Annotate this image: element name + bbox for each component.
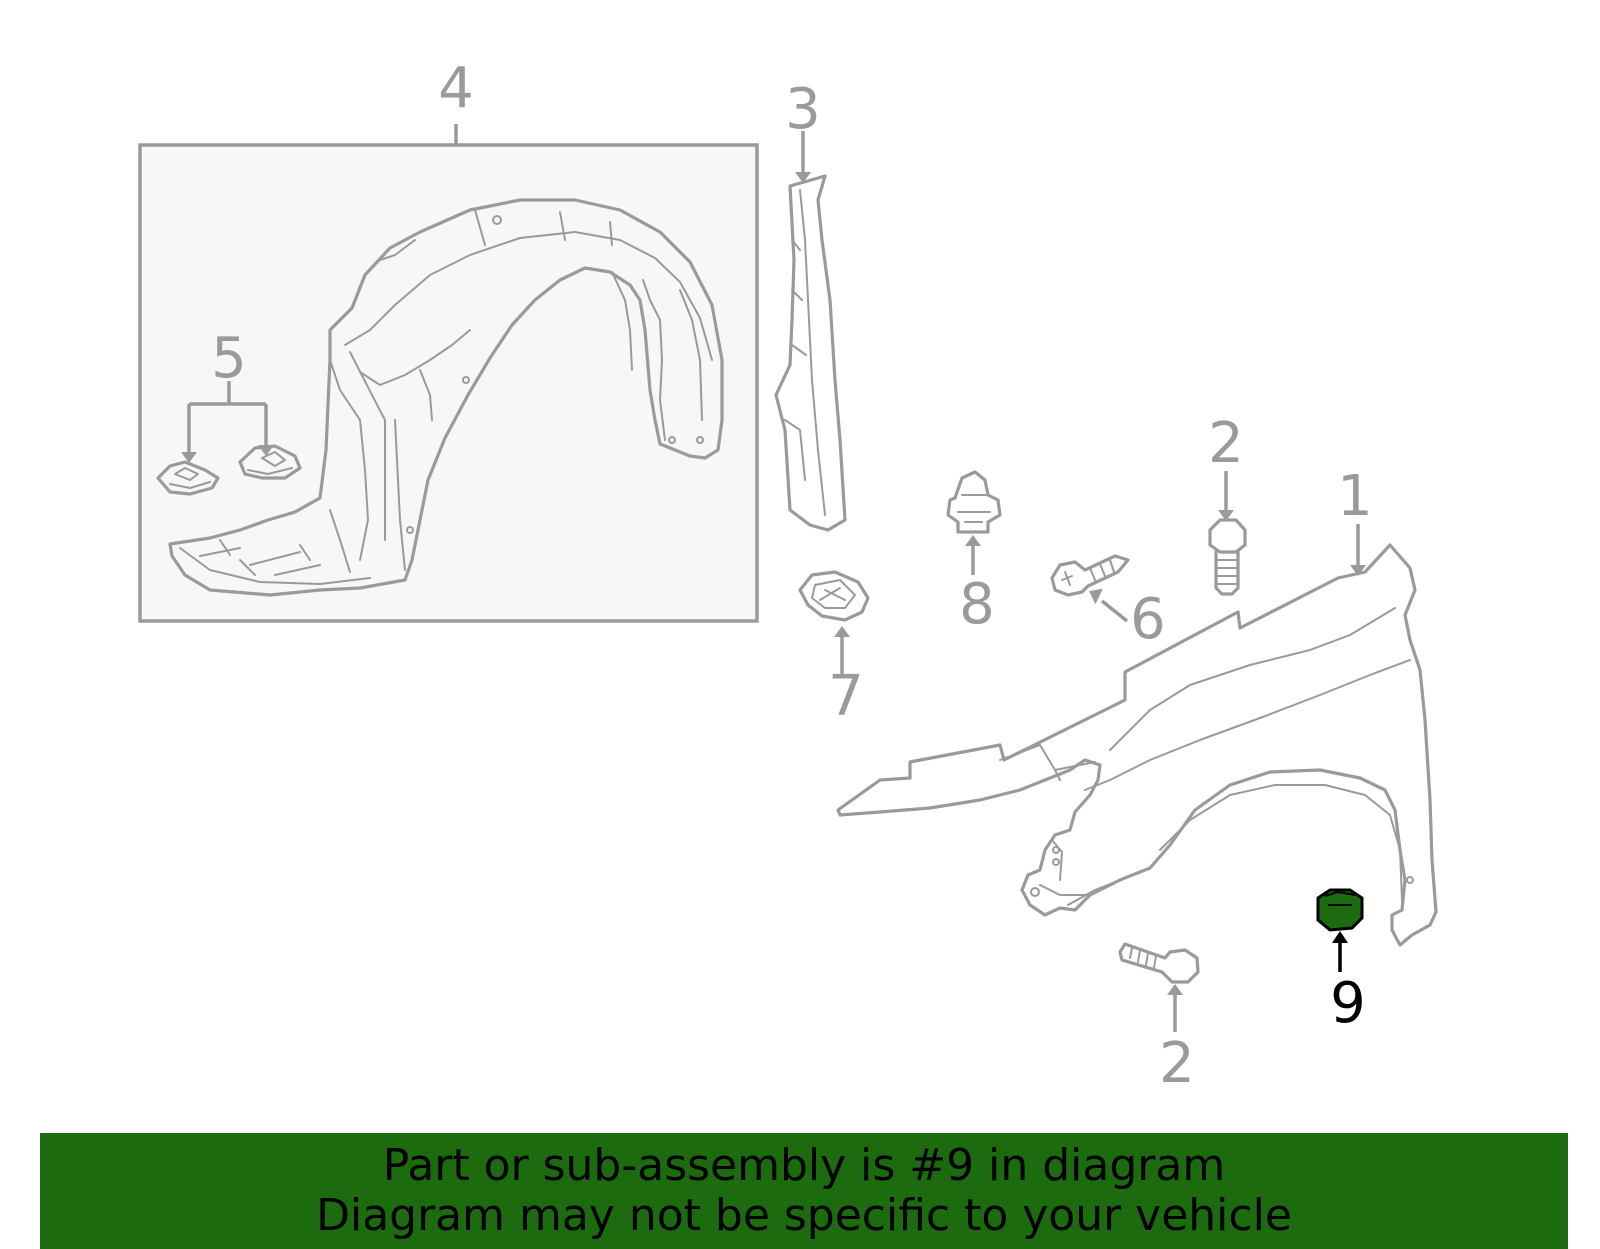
splash-shield-part: [774, 131, 847, 532]
callout-3: 3: [785, 77, 821, 142]
front-fender-part: [836, 524, 1438, 947]
callout-1: 1: [1337, 464, 1373, 529]
callout-5: 5: [211, 326, 247, 391]
banner-line-2: Diagram may not be specific to your vehi…: [316, 1190, 1292, 1241]
inner-fender-liner-part: [168, 198, 724, 597]
callout-7: 7: [828, 664, 864, 729]
inner-fender-box: [138, 143, 759, 623]
callout-2-lower: 2: [1159, 1031, 1195, 1096]
lower-bolt-part: [1118, 942, 1200, 1032]
highlighted-clip-part: [1316, 888, 1364, 972]
info-banner: Part or sub-assembly is #9 in diagram Di…: [40, 1133, 1568, 1249]
retainer-clip-part: [946, 470, 1002, 575]
callout-9: 9: [1330, 971, 1366, 1036]
push-clip-part: [798, 570, 870, 675]
callout-4: 4: [438, 56, 474, 121]
callout-8: 8: [959, 572, 995, 637]
tapping-screw-part: [1050, 554, 1130, 623]
banner-line-1: Part or sub-assembly is #9 in diagram: [382, 1140, 1226, 1191]
upper-bolt-part: [1208, 471, 1247, 596]
clip-nut-part: [156, 381, 302, 496]
callout-2-upper: 2: [1208, 411, 1244, 476]
callout-6: 6: [1130, 587, 1166, 652]
